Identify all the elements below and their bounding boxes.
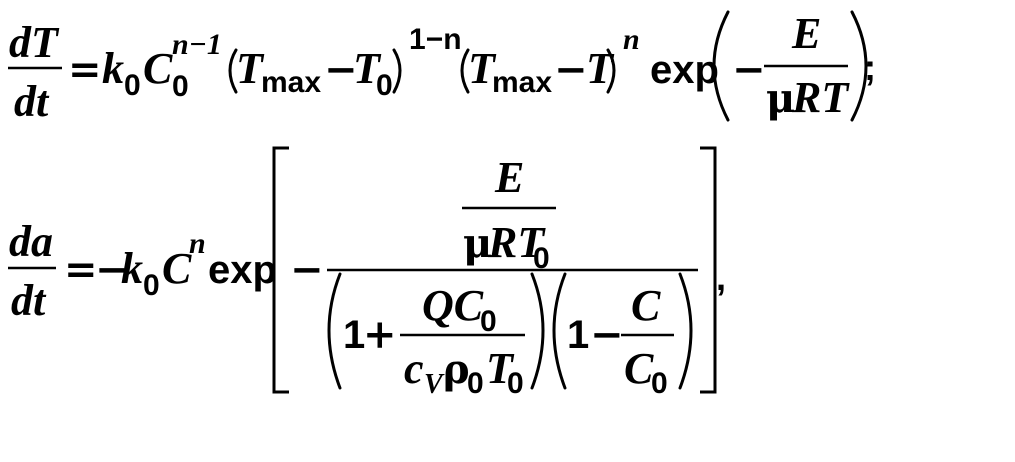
eq1-c-subscript: 0 xyxy=(172,70,189,103)
eq2-den-paren-close-2 xyxy=(678,272,693,390)
eq2-exp: exp xyxy=(208,248,277,292)
eq2-c: C xyxy=(162,244,192,293)
eq1-lhs-numerator: dT xyxy=(9,18,60,67)
eq2-den-paren-open-2 xyxy=(552,272,567,390)
eq2-t-subscript: 0 xyxy=(507,367,524,400)
eq2-c-superscript: n xyxy=(189,227,206,260)
eq2-plus: + xyxy=(363,311,397,358)
eq1-paren-close-1 xyxy=(392,48,402,94)
eq1-k: k xyxy=(102,44,124,93)
eq2-minus: − xyxy=(290,246,324,293)
eq2-minus-2: − xyxy=(590,311,624,358)
eq1-max-2: max xyxy=(492,66,552,99)
eq2-bracket-close xyxy=(700,146,717,394)
eq1-minus-3: − xyxy=(732,46,766,93)
eq2-k-subscript: 0 xyxy=(143,269,160,302)
eq2-q-numerator-subscript: 0 xyxy=(480,305,497,338)
eq1-paren-open-1 xyxy=(228,48,238,94)
eq1-equals: = xyxy=(68,46,102,93)
eq1-t1: T xyxy=(236,44,265,93)
eq1-max-1: max xyxy=(261,66,321,99)
eq2-comma: , xyxy=(716,257,726,298)
eq2-lhs-numerator: da xyxy=(9,217,53,266)
eq2-negative: − xyxy=(95,246,129,293)
eq2-f-denominator-subscript: 0 xyxy=(651,367,668,400)
eq2-one-1: 1 xyxy=(343,313,365,357)
eq2-f-denominator: C xyxy=(624,344,654,393)
eq2-equals: = xyxy=(64,246,98,293)
eq2-top-numerator: E xyxy=(494,153,524,202)
eq2-top-denominator-subscript: 0 xyxy=(533,242,550,275)
eq1-minus-2: − xyxy=(554,46,588,93)
eq1-frac-denominator: RT xyxy=(791,73,850,122)
eq1-lhs-denominator: dt xyxy=(14,77,50,126)
eq1-paren-close-2 xyxy=(606,48,616,94)
eq2-c-lower-subscript: V xyxy=(424,369,445,400)
eq1-big-paren-open xyxy=(712,10,730,122)
eq1-t0-subscript: 0 xyxy=(376,69,393,102)
eq2-q-numerator: QC xyxy=(422,281,484,330)
eq2-t: T xyxy=(486,344,515,393)
eq1-frac-mu: μ xyxy=(766,75,795,122)
eq1-k-subscript: 0 xyxy=(124,69,141,102)
eq2-lhs-denominator: dt xyxy=(11,276,47,325)
eq1-t0: T xyxy=(353,44,382,93)
eq1-paren-1-superscript: 1−n xyxy=(409,23,462,56)
eq2-den-paren-close-1 xyxy=(530,272,545,390)
equation-2: da dt = − k 0 C n exp − E μ RT 0 1 + QC … xyxy=(8,146,726,400)
eq1-semicolon: ; xyxy=(864,47,876,88)
eq2-c-lower: c xyxy=(404,344,424,393)
eq2-den-paren-open-1 xyxy=(327,272,342,390)
eq1-c-superscript: n−1 xyxy=(172,28,222,61)
eq2-rho: ρ xyxy=(443,346,470,393)
eq1-t2: T xyxy=(468,44,497,93)
eq2-one-2: 1 xyxy=(567,313,589,357)
eq2-top-mu: μ xyxy=(463,220,492,267)
eq1-paren-open-2 xyxy=(460,48,470,94)
eq1-paren-2-superscript: n xyxy=(623,23,640,56)
eq2-bracket-open xyxy=(272,146,289,394)
eq2-k: k xyxy=(121,244,143,293)
eq1-minus-1: − xyxy=(324,46,358,93)
eq2-f-numerator: C xyxy=(631,281,661,330)
eq2-top-denominator: RT xyxy=(487,218,546,267)
eq2-rho-subscript: 0 xyxy=(467,367,484,400)
eq1-big-paren-close xyxy=(850,10,868,122)
eq1-frac-numerator: E xyxy=(791,9,821,58)
eq1-c: C xyxy=(143,44,173,93)
eq1-exp: exp xyxy=(650,48,719,92)
equation-1: dT dt = k 0 C n−1 0 T max − T 0 1−n T ma… xyxy=(8,9,876,126)
